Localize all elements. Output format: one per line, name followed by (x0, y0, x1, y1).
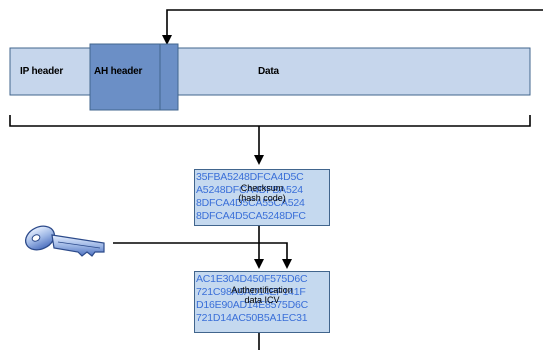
checksum-hex-line: A5248DFCA4DFBA524 (196, 184, 303, 196)
ah-header-label: AH header (94, 66, 143, 77)
icv-label: Authentification data ICV (231, 285, 293, 305)
icv-feedback-arrow (162, 9, 543, 45)
ip-header-label: IP header (20, 66, 64, 77)
key-icon (24, 225, 105, 257)
arrow-key-to-icv (113, 242, 292, 269)
packet-bracket (9, 115, 531, 127)
icv-hex-line: D16E90AD14E8575D6C (196, 299, 308, 311)
icv-hex-line: 721C98A9AD14EF141F (196, 286, 306, 298)
checksum-box: 35FBA5248DFCA4D5C A5248DFCA4DFBA524 8DFC… (194, 169, 330, 226)
icv-hex-line: AC1E304D450F575D6C (196, 273, 308, 285)
icv-hex-line: 721D14AC50B5A1EC31 (196, 312, 308, 324)
checksum-hex-line: 8DFCA4D5CA55CA524 (196, 197, 305, 209)
ah-header-tail (159, 43, 179, 111)
checksum-label: Checksum (hash code) (238, 183, 286, 203)
icv-box: AC1E304D450F575D6C 721C98A9AD14EF141F D1… (194, 271, 330, 333)
checksum-hex-line: 8DFCA4D5CA5248DFC (196, 210, 306, 222)
data-label: Data (258, 66, 279, 77)
ah-header-block (89, 43, 161, 111)
checksum-hex-line: 35FBA5248DFCA4D5C (196, 171, 304, 183)
